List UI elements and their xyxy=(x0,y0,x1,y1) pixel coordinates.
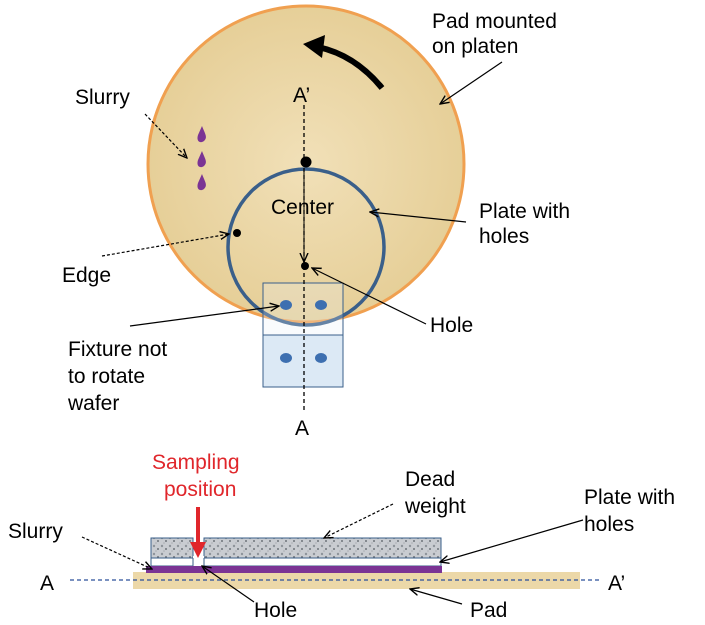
slurry-drops xyxy=(197,126,206,191)
center-label: Center xyxy=(271,196,334,219)
pad-layer xyxy=(133,572,580,589)
fixture-upper xyxy=(262,282,344,336)
plate-cs-leader-line xyxy=(440,519,584,562)
section-bottom-label: A xyxy=(295,417,309,440)
slurry-leader-line xyxy=(144,113,187,158)
dead-weight-left xyxy=(150,537,194,559)
slurry-drop-icon xyxy=(197,126,206,143)
edge-label: Edge xyxy=(62,264,111,287)
sampling-arrow-icon xyxy=(190,507,206,558)
slurry-label: Slurry xyxy=(75,86,130,109)
pad-cs-leader-line xyxy=(410,589,463,605)
fixture-hole xyxy=(280,300,292,310)
slurry-cs-label: Slurry xyxy=(8,520,63,543)
hole-cs-label: Hole xyxy=(254,599,297,622)
fixture-leader-line xyxy=(129,306,279,327)
plate-leader-line xyxy=(370,212,467,223)
slurry-drop-icon xyxy=(197,174,206,191)
hole-dot xyxy=(301,262,309,270)
fixture-hole xyxy=(315,300,327,310)
section-top-label: A’ xyxy=(293,84,310,107)
slurry-cs-leader-line xyxy=(81,536,152,569)
fixture-hole xyxy=(315,353,327,363)
edge-leader-line xyxy=(101,234,229,257)
dead-weight-leader-line xyxy=(324,503,394,538)
fixture-lower xyxy=(262,334,344,388)
hole-cs-leader-line xyxy=(202,566,255,603)
plate-hole-gap xyxy=(193,556,204,566)
slurry-drop-icon xyxy=(197,151,206,168)
pad-cs-label: Pad xyxy=(470,599,507,622)
center-dot xyxy=(300,156,312,168)
slurry-layer xyxy=(146,566,442,573)
pad-leader-line xyxy=(440,61,503,104)
plate-with-holes xyxy=(226,167,386,327)
edge-dot xyxy=(233,229,241,237)
hole-leader-line xyxy=(312,268,427,325)
section-right-label: A’ xyxy=(608,572,625,595)
dead-weight-right xyxy=(203,537,442,559)
hole-label: Hole xyxy=(430,314,473,337)
section-left-label: A xyxy=(40,572,54,595)
fixture-hole xyxy=(280,353,292,363)
rotation-arrow-icon xyxy=(303,35,385,90)
